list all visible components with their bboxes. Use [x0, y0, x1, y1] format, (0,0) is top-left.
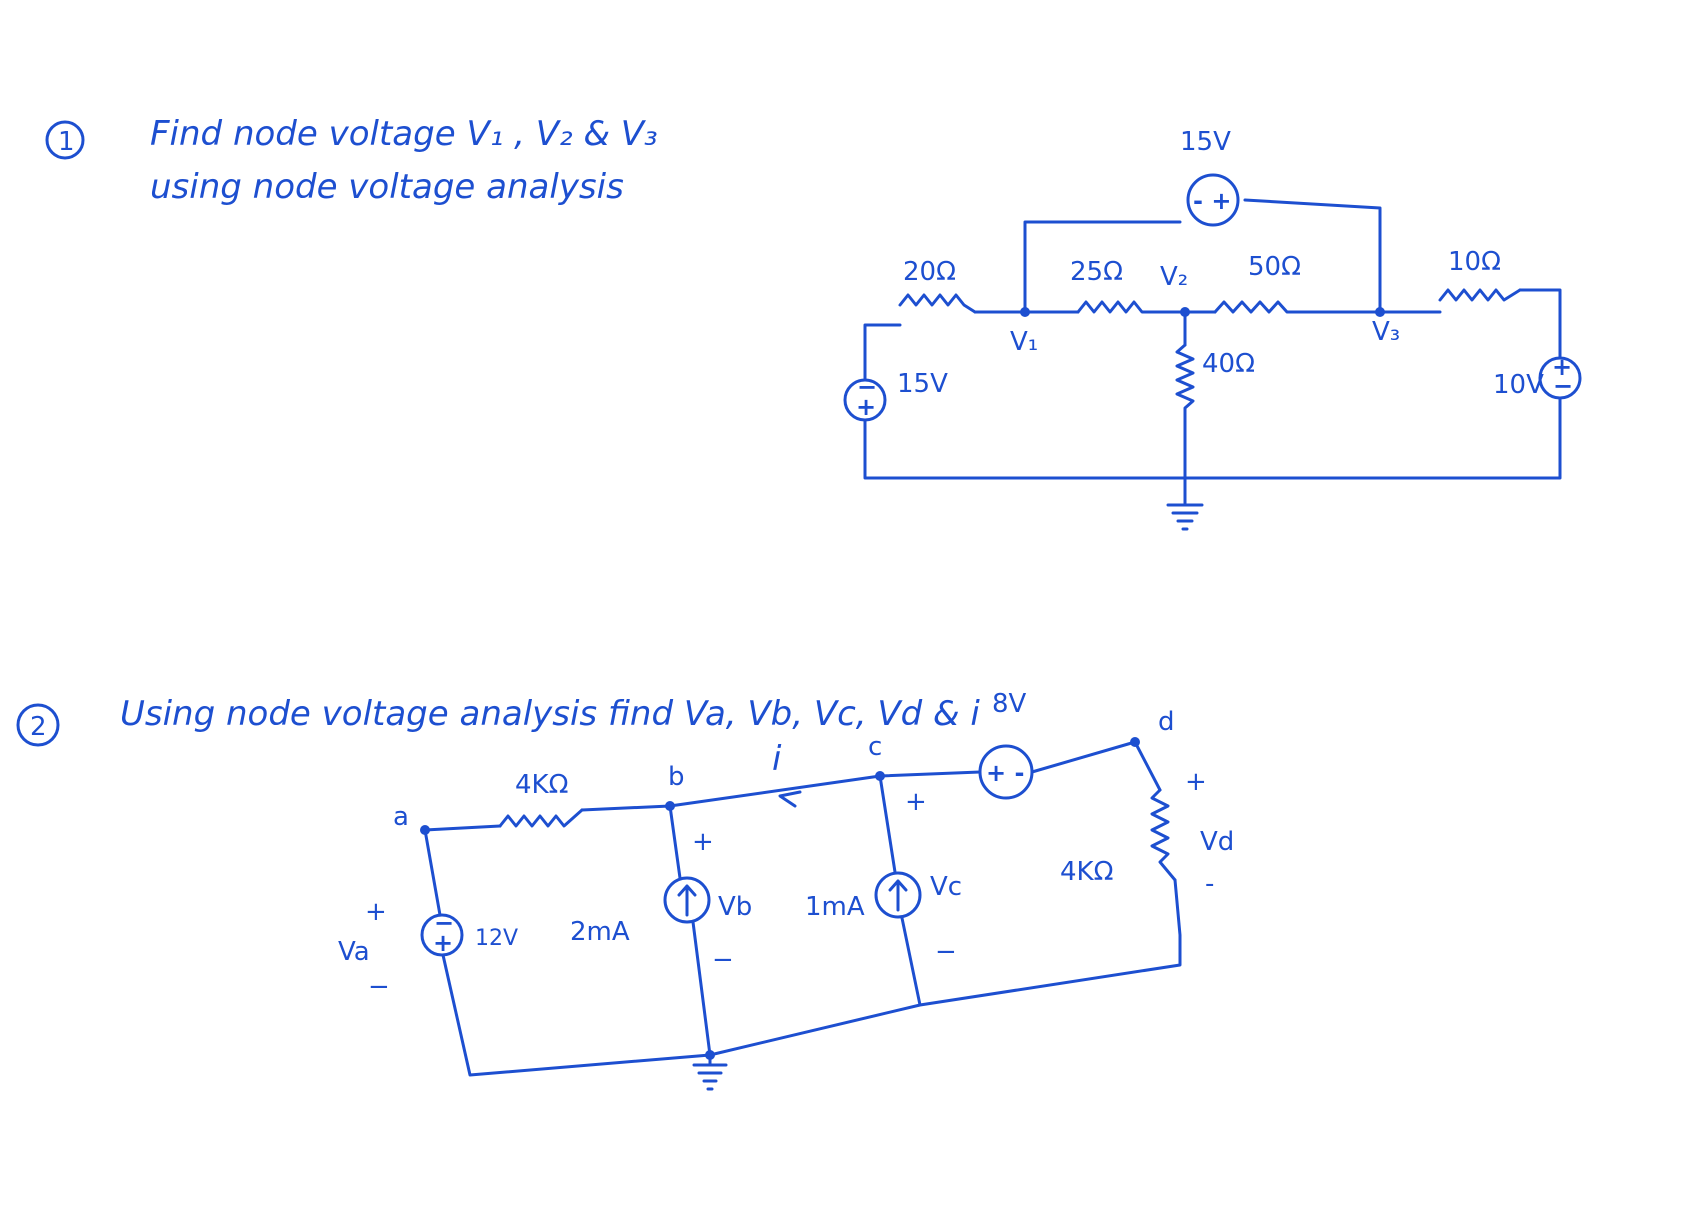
node-b	[665, 801, 675, 811]
label-4k-ab: 4KΩ	[515, 770, 568, 800]
node-v1	[1020, 307, 1030, 317]
problem-1-number: 1	[58, 127, 75, 157]
voltage-source-15v-left	[843, 378, 887, 422]
arrow-up-icon	[888, 879, 908, 912]
node-v2	[1180, 307, 1190, 317]
current-source-2ma	[663, 876, 711, 924]
problem-1: 1 Find node voltage V₁ , V₂ & V₃ using n…	[45, 114, 658, 207]
label-node-d: d	[1158, 707, 1175, 737]
label-node-v1: V₁	[1010, 327, 1038, 357]
ground-symbol-1	[1166, 503, 1204, 531]
c1-left-source-plus: +	[856, 393, 876, 421]
label-2ma: 2mA	[570, 917, 630, 947]
label-r40: 40Ω	[1202, 349, 1255, 379]
label-r20: 20Ω	[903, 257, 956, 287]
label-r10: 10Ω	[1448, 247, 1501, 277]
label-va: Va	[338, 937, 370, 967]
problem-2-number: 2	[30, 712, 47, 742]
c1-right-source-plus: +	[1552, 353, 1572, 381]
problem-2: 2 Using node voltage analysis find Va, V…	[16, 694, 980, 747]
circuit-2: − + + - 8V 4KΩ 4KΩ a b c d i 12V 2mA 1mA…	[338, 689, 1234, 1091]
label-right-source-10v: 10V	[1493, 370, 1544, 400]
c2-8v-polarity: + -	[986, 759, 1024, 787]
circuit-1: − + - + + − 15V 20Ω 25Ω 50Ω 10Ω 40Ω 15V …	[843, 127, 1582, 531]
voltage-source-15v-top	[1186, 173, 1240, 227]
label-vc-plus: +	[905, 787, 927, 817]
c1-right-source-minus: −	[1553, 372, 1573, 400]
node-d	[1130, 737, 1140, 747]
label-12v: 12V	[475, 926, 518, 951]
label-node-b: b	[668, 762, 685, 792]
resistor-50-ohm	[1213, 300, 1292, 314]
label-vd: Vd	[1200, 827, 1234, 857]
label-vb-minus: −	[712, 945, 734, 975]
node-a	[420, 825, 430, 835]
label-node-v3: V₃	[1372, 317, 1400, 347]
label-r50: 50Ω	[1248, 252, 1301, 282]
problem-1-statement-line2: using node voltage analysis	[150, 167, 624, 207]
ground-symbol-2	[692, 1063, 728, 1091]
resistor-10-ohm	[1438, 288, 1522, 302]
label-va-minus: −	[368, 972, 390, 1002]
problem-1-statement-line1: Find node voltage V₁ , V₂ & V₃	[150, 114, 658, 154]
label-vb: Vb	[718, 892, 752, 922]
label-vd-plus: +	[1185, 767, 1207, 797]
resistor-4k-ab	[498, 808, 584, 828]
label-node-a: a	[393, 802, 409, 832]
resistor-20-ohm	[898, 293, 977, 314]
label-vd-minus: -	[1205, 869, 1214, 899]
label-node-v2: V₂	[1160, 262, 1188, 292]
voltage-source-10v-right	[1538, 356, 1582, 400]
node-ground	[705, 1050, 715, 1060]
problem-1-number-circle	[45, 120, 85, 160]
label-4k-d: 4KΩ	[1060, 857, 1113, 887]
voltage-source-12v	[420, 913, 464, 957]
c1-wires	[863, 198, 1562, 507]
label-left-source-15v: 15V	[897, 369, 948, 399]
label-8v: 8V	[992, 689, 1027, 719]
c1-top-source-polarity: - +	[1193, 187, 1231, 215]
problem-2-number-circle	[16, 703, 60, 747]
label-node-c: c	[868, 732, 882, 762]
label-current-i: i	[772, 739, 782, 779]
label-top-source-15v: 15V	[1180, 127, 1231, 157]
label-vc: Vc	[930, 872, 962, 902]
resistor-4k-d	[1150, 788, 1177, 882]
label-vc-minus: −	[935, 937, 957, 967]
label-1ma: 1mA	[805, 892, 865, 922]
label-vb-plus: +	[692, 827, 714, 857]
current-source-1ma	[874, 871, 922, 919]
c2-12v-minus: −	[434, 909, 454, 937]
current-arrow-i	[778, 790, 802, 808]
problem-2-statement: Using node voltage analysis find Va, Vb,…	[120, 694, 980, 734]
label-r25: 25Ω	[1070, 257, 1123, 287]
node-c	[875, 771, 885, 781]
resistor-25-ohm	[1076, 300, 1152, 314]
node-v3	[1375, 307, 1385, 317]
resistor-40-ohm	[1175, 343, 1195, 422]
c2-12v-plus: +	[433, 929, 453, 957]
dependent-source-8v	[978, 744, 1034, 800]
c1-left-source-minus: −	[857, 373, 877, 401]
arrow-up-icon	[677, 884, 697, 917]
label-va-plus: +	[365, 897, 387, 927]
